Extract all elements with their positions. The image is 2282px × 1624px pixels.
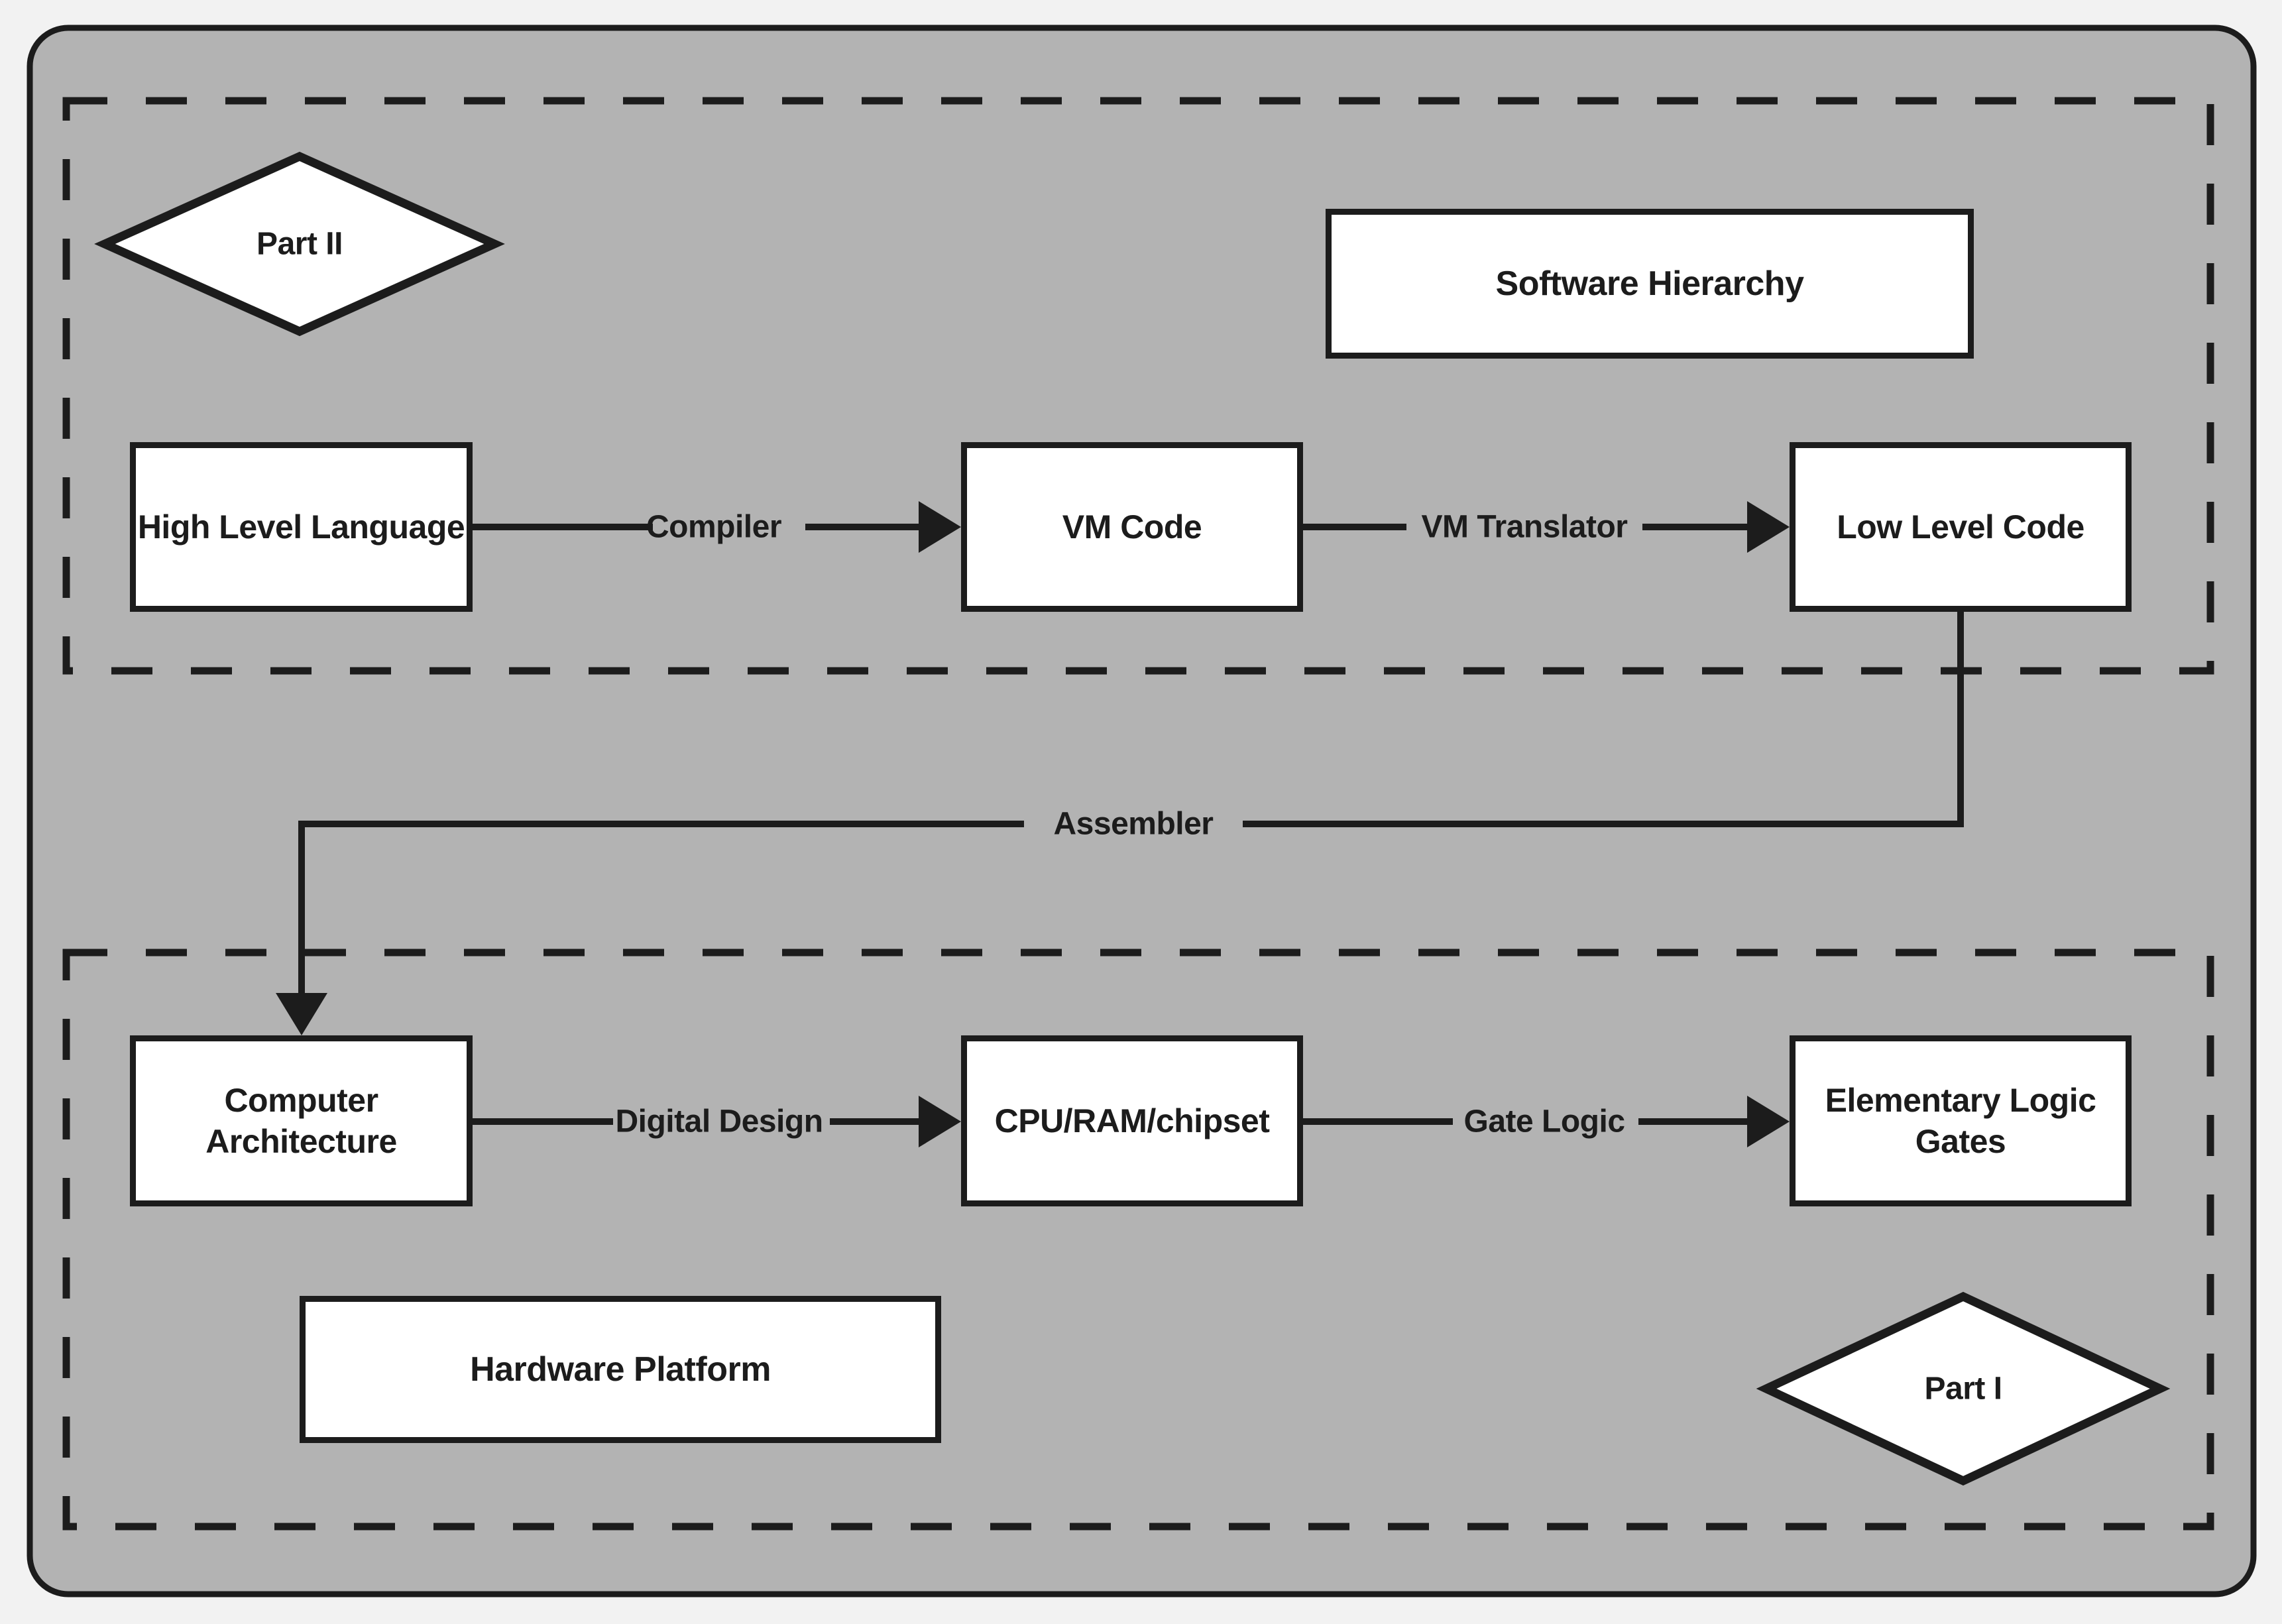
compiler-edge-label: Compiler <box>646 509 782 545</box>
elementary-logic-gates-label-line2: Gates <box>1915 1123 2006 1160</box>
vm-code-node: VM Code <box>961 442 1303 612</box>
low-level-code-label: Low Level Code <box>1837 508 2084 546</box>
cpu-ram-chipset-node: CPU/RAM/chipset <box>961 1035 1303 1206</box>
high-level-language-label: High Level Language <box>137 508 465 546</box>
low-level-code-node: Low Level Code <box>1790 442 2132 612</box>
software-hierarchy-title-box: Software Hierarchy <box>1326 209 1974 359</box>
computer-architecture-node: Computer Architecture <box>130 1035 473 1206</box>
high-level-language-node: High Level Language <box>130 442 473 612</box>
elementary-logic-gates-label-line1: Elementary Logic <box>1825 1082 2096 1119</box>
computer-architecture-label-line1: Computer <box>224 1082 378 1119</box>
software-hierarchy-title: Software Hierarchy <box>1495 264 1804 303</box>
hardware-platform-title: Hardware Platform <box>470 1350 771 1389</box>
vm-code-label: VM Code <box>1062 508 1202 546</box>
part-ii-diamond <box>94 151 505 337</box>
assembler-connector-right <box>1243 612 1964 827</box>
assembler-arrowhead <box>276 993 327 1035</box>
assembler-edge-label: Assembler <box>1053 806 1214 842</box>
vm-translator-arrowhead <box>1747 501 1790 553</box>
hardware-platform-title-box: Hardware Platform <box>300 1296 941 1443</box>
cpu-ram-chipset-label: CPU/RAM/chipset <box>994 1102 1270 1139</box>
digital-design-edge-label: Digital Design <box>615 1104 823 1139</box>
part-i-diamond <box>1756 1291 2171 1486</box>
computer-architecture-label-line2: Architecture <box>205 1123 397 1160</box>
hardware-section-border <box>62 949 2214 1531</box>
vm-translator-edge-label: VM Translator <box>1421 509 1628 545</box>
digital-design-arrowhead <box>919 1096 961 1147</box>
outer-panel <box>27 25 2257 1597</box>
elementary-logic-gates-node: Elementary Logic Gates <box>1790 1035 2132 1206</box>
gate-logic-arrowhead <box>1747 1096 1790 1147</box>
software-section-border <box>62 97 2214 675</box>
part-i-label: Part I <box>1924 1371 2002 1407</box>
compiler-arrowhead <box>919 501 961 553</box>
gate-logic-edge-label: Gate Logic <box>1463 1104 1625 1139</box>
part-ii-label: Part II <box>257 226 343 262</box>
assembler-connector-left <box>298 821 1024 996</box>
